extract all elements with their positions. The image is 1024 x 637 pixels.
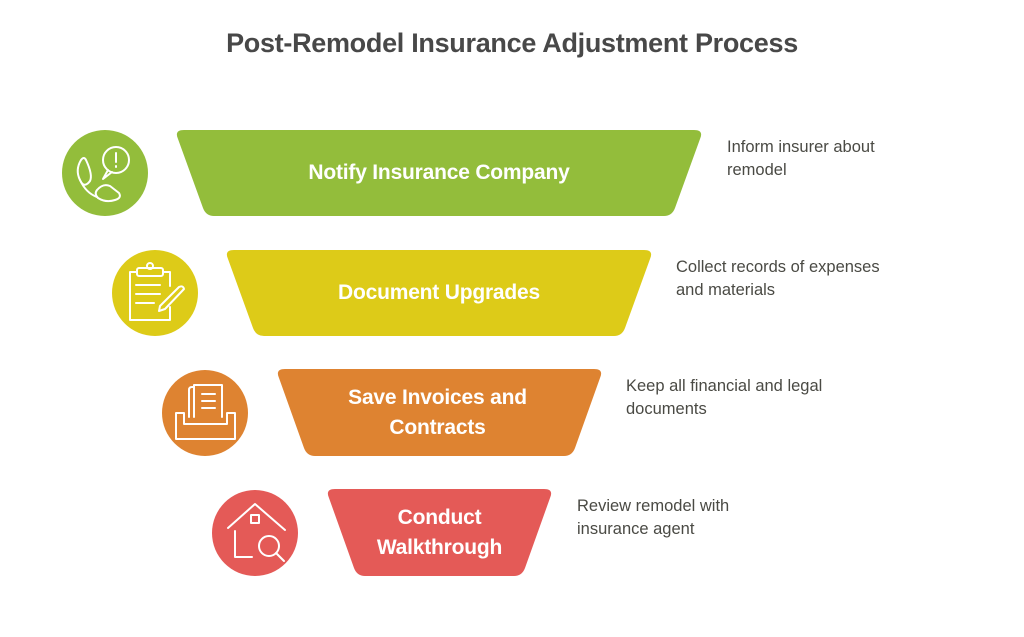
diagram-title: Post-Remodel Insurance Adjustment Proces…	[226, 28, 798, 58]
step-1	[62, 130, 702, 216]
document-tray-icon	[175, 384, 236, 440]
step-1-funnel-segment	[176, 130, 702, 216]
step-2-label: Document Upgrades	[338, 281, 540, 304]
step-4	[212, 489, 552, 576]
step-4-label: Conduct Walkthrough	[376, 505, 503, 559]
step-3	[162, 369, 602, 456]
step-2-description: Collect records of expenses and material…	[676, 258, 880, 299]
step-4-description: Review remodel with insurance agent	[577, 497, 730, 538]
step-1-label: Notify Insurance Company	[308, 161, 570, 184]
step-4-funnel-segment	[327, 489, 552, 576]
step-3-funnel-segment	[277, 369, 602, 456]
step-4-icon-circle	[212, 490, 298, 576]
step-3-label: Save Invoices and Contracts	[348, 385, 527, 439]
step-1-icon-circle	[62, 130, 148, 216]
clipboard-pencil-icon	[129, 262, 185, 321]
house-search-icon	[227, 503, 286, 562]
step-2	[112, 250, 652, 336]
step-1-description: Inform insurer about remodel	[727, 138, 875, 179]
phone-alert-icon	[76, 146, 130, 203]
step-3-icon-circle	[162, 370, 248, 456]
step-2-funnel-segment	[226, 250, 652, 336]
step-3-description: Keep all financial and legal documents	[626, 377, 823, 418]
